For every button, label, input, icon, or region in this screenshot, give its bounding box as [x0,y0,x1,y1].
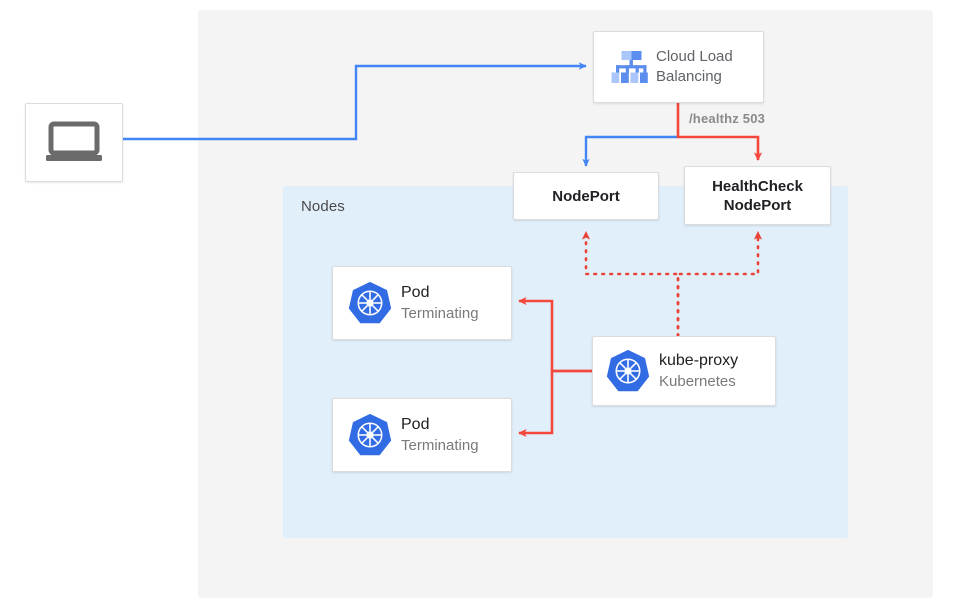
kubernetes-icon [601,348,655,394]
healthz-503-label: /healthz 503 [689,111,766,126]
pod-title: Pod [401,283,430,301]
cloud-load-balancing-card: Cloud Load Balancing [593,31,764,103]
healthcheck-nodeport-card: HealthCheck NodePort [684,166,831,225]
nodeport-label: NodePort [552,187,620,205]
kubernetes-icon [343,412,397,458]
kube-proxy-title: kube-proxy [659,351,739,369]
laptop-icon [44,121,104,165]
nodes-region-label: Nodes [301,198,345,215]
clb-line-2: Balancing [656,68,722,85]
client-device-card [25,103,123,182]
kubernetes-icon [343,280,397,326]
cloud-load-balancing-label: Cloud Load Balancing [656,47,733,87]
pod-card: Pod Terminating [332,266,512,340]
load-balancer-icon [606,50,650,84]
pod-status: Terminating [401,304,479,322]
pod-card: Pod Terminating [332,398,512,472]
pod-text: Pod Terminating [401,415,479,456]
healthcheck-nodeport-label: HealthCheck NodePort [712,177,803,215]
kube-proxy-subtitle: Kubernetes [659,372,736,390]
nodeport-card: NodePort [513,172,659,220]
clb-line-1: Cloud Load [656,48,733,65]
hc-line-2: NodePort [723,196,792,214]
pod-title: Pod [401,415,430,433]
kube-proxy-card: kube-proxy Kubernetes [592,336,776,406]
pod-status: Terminating [401,436,479,454]
hc-line-1: HealthCheck [712,177,803,195]
kube-proxy-text: kube-proxy Kubernetes [659,351,738,392]
pod-text: Pod Terminating [401,283,479,324]
